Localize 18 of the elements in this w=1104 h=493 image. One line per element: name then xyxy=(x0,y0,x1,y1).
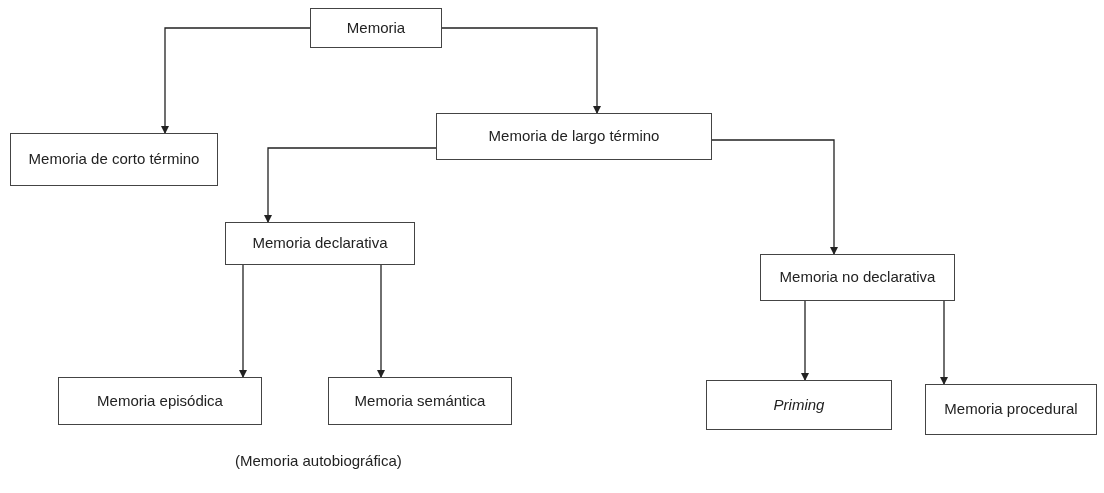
note-text: (Memoria autobiográfica) xyxy=(235,451,402,471)
concept-box: Memoria no declarativa xyxy=(760,254,955,301)
concept-box: Memoria episódica xyxy=(58,377,262,425)
arrow xyxy=(239,264,247,378)
arrow xyxy=(161,27,311,134)
arrow xyxy=(441,27,601,114)
concept-box: Memoria procedural xyxy=(925,384,1097,435)
concept-box: Priming xyxy=(706,380,892,430)
arrow xyxy=(940,300,948,385)
arrow xyxy=(801,300,809,381)
arrow xyxy=(711,139,838,255)
concept-box: Memoria de largo término xyxy=(436,113,712,160)
arrow xyxy=(377,264,385,378)
concept-box: Memoria declarativa xyxy=(225,222,415,265)
arrow xyxy=(264,147,437,223)
concept-box: Memoria semántica xyxy=(328,377,512,425)
concept-box: Memoria de corto término xyxy=(10,133,218,186)
concept-box: Memoria xyxy=(310,8,442,48)
